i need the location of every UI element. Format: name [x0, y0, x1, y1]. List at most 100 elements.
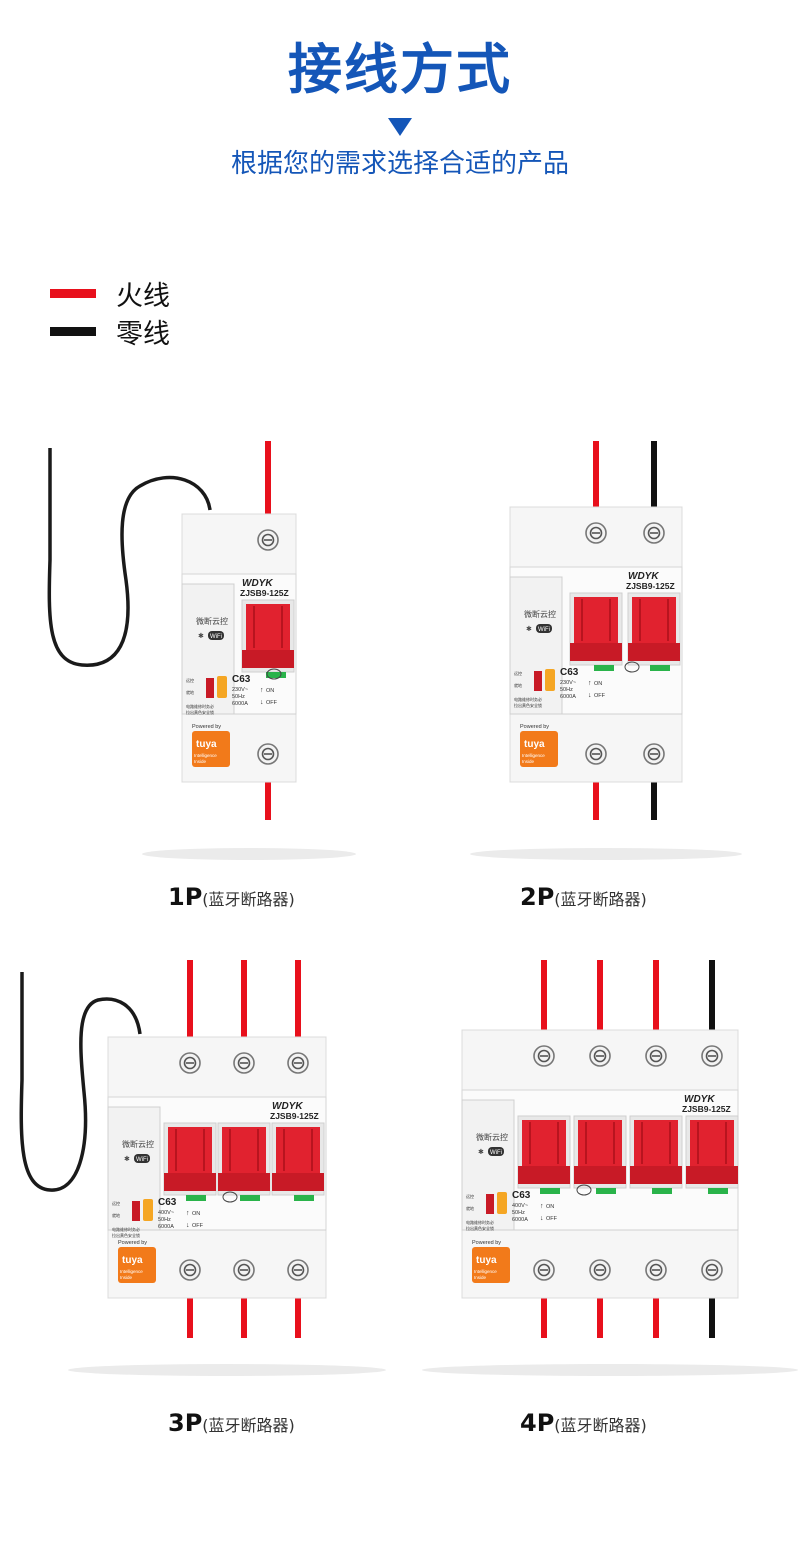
- handle-base: [242, 650, 294, 668]
- side-label: 远控: [112, 1200, 120, 1206]
- product-name-label: 微断云控: [122, 1139, 154, 1149]
- intelligence-label: Intelligence: [522, 753, 545, 758]
- arrow-up-icon: ↑: [540, 1203, 544, 1210]
- brand-logo: WDYK: [628, 571, 659, 582]
- handle-base: [628, 643, 680, 661]
- status-indicator: [596, 1188, 616, 1194]
- spec-capacity: 6000A: [512, 1217, 528, 1223]
- switch-handle: [246, 604, 290, 650]
- screw-head-icon: [183, 1263, 197, 1277]
- wifi-badge: [208, 631, 224, 640]
- arrow-up-icon: ↑: [186, 1210, 190, 1217]
- legend-label-live: 火线: [116, 280, 170, 312]
- handle-base: [518, 1166, 570, 1184]
- wifi-label: WiFi: [490, 1150, 502, 1156]
- safety-lock: [497, 1192, 507, 1214]
- model-number: ZJSB9-125Z: [270, 1111, 319, 1121]
- screw-head-icon: [593, 1049, 607, 1063]
- off-label: OFF: [192, 1223, 204, 1229]
- warning-text: 拉出黄色安全锁: [186, 709, 214, 715]
- handle-base: [164, 1173, 216, 1191]
- control-module: [509, 576, 563, 715]
- ccc-mark-icon: [266, 668, 282, 680]
- arrow-down-icon: ↓: [540, 1215, 544, 1222]
- on-label: ON: [192, 1211, 200, 1217]
- safety-lock: [545, 669, 555, 691]
- side-label: 远控: [466, 1193, 474, 1199]
- spec-capacity: 6000A: [232, 701, 248, 707]
- screw-head-icon: [537, 1049, 551, 1063]
- breaker-2p: 微断云控✱WiFiWDYKZJSB9-125Z远控就地C63230V~50Hz6…: [470, 441, 742, 860]
- rating-label: C63: [512, 1190, 531, 1201]
- bluetooth-icon: ✱: [198, 632, 204, 640]
- handle-base: [570, 643, 622, 661]
- on-label: ON: [266, 688, 274, 694]
- floor-shadow: [142, 848, 356, 860]
- screw-head-icon: [649, 1049, 663, 1063]
- product-caption-2p: 2P(蓝牙断路器): [520, 882, 647, 915]
- product-note: (蓝牙断路器): [202, 890, 295, 909]
- side-label: 就地: [186, 689, 194, 695]
- product-name: 2P: [520, 883, 555, 911]
- product-caption-4p: 4P(蓝牙断路器): [520, 1408, 647, 1441]
- status-indicator: [266, 672, 286, 678]
- handle-base: [574, 1166, 626, 1184]
- side-label: 就地: [112, 1212, 120, 1218]
- spec-voltage: 400V~: [512, 1203, 528, 1209]
- switch-handle: [632, 597, 676, 643]
- wifi-badge: [488, 1147, 504, 1156]
- warning-text: 电路维修时务必: [466, 1219, 494, 1225]
- spec-frequency: 50Hz: [158, 1217, 171, 1223]
- legend-item-live: 火线: [50, 276, 170, 312]
- model-number: ZJSB9-125Z: [240, 588, 289, 598]
- model-number: ZJSB9-125Z: [626, 581, 675, 591]
- switch-handle: [634, 1120, 678, 1166]
- on-label: ON: [546, 1204, 554, 1210]
- ccc-mark-icon: [222, 1191, 238, 1203]
- tuya-badge: [520, 731, 558, 767]
- screw-head-icon: [291, 1056, 305, 1070]
- switch-handle: [276, 1127, 320, 1173]
- warning-text: 拉出黄色安全锁: [112, 1232, 140, 1238]
- powered-by-label: Powered by: [472, 1240, 501, 1246]
- spec-voltage: 230V~: [232, 687, 248, 693]
- warning-text: 拉出黄色安全锁: [466, 1225, 494, 1231]
- floor-shadow: [68, 1364, 386, 1376]
- arrow-up-icon: ↑: [588, 680, 592, 687]
- switch-handle: [574, 597, 618, 643]
- inside-label: Inside: [474, 1275, 487, 1280]
- status-indicator: [186, 1195, 206, 1201]
- product-name-label: 微断云控: [476, 1132, 508, 1142]
- switch-handle: [222, 1127, 266, 1173]
- status-indicator: [540, 1188, 560, 1194]
- warning-text: 电路维修时务必: [112, 1226, 140, 1232]
- spec-voltage: 400V~: [158, 1210, 174, 1216]
- screw-head-icon: [649, 1263, 663, 1277]
- arrow-down-icon: ↓: [186, 1222, 190, 1229]
- handle-base: [272, 1173, 324, 1191]
- screw-head-icon: [291, 1263, 305, 1277]
- brand-logo: WDYK: [684, 1094, 715, 1105]
- intelligence-label: Intelligence: [194, 753, 217, 758]
- screw-head-icon: [261, 533, 275, 547]
- status-indicator: [240, 1195, 260, 1201]
- tuya-badge: [118, 1247, 156, 1283]
- wifi-badge: [134, 1154, 150, 1163]
- spec-frequency: 50Hz: [232, 694, 245, 700]
- bluetooth-icon: ✱: [124, 1155, 130, 1163]
- rating-label: C63: [560, 667, 579, 678]
- tuya-logo: tuya: [524, 739, 545, 750]
- tuya-badge: [472, 1247, 510, 1283]
- screw-head-icon: [647, 526, 661, 540]
- off-label: OFF: [594, 693, 606, 699]
- switch-handle: [690, 1120, 734, 1166]
- spec-frequency: 50Hz: [512, 1210, 525, 1216]
- powered-by-label: Powered by: [520, 724, 549, 730]
- arrow-up-icon: ↑: [260, 687, 264, 694]
- powered-by-label: Powered by: [118, 1240, 147, 1246]
- wifi-badge: [536, 624, 552, 633]
- screw-head-icon: [647, 747, 661, 761]
- side-label: 就地: [514, 682, 522, 688]
- side-label: 远控: [514, 670, 522, 676]
